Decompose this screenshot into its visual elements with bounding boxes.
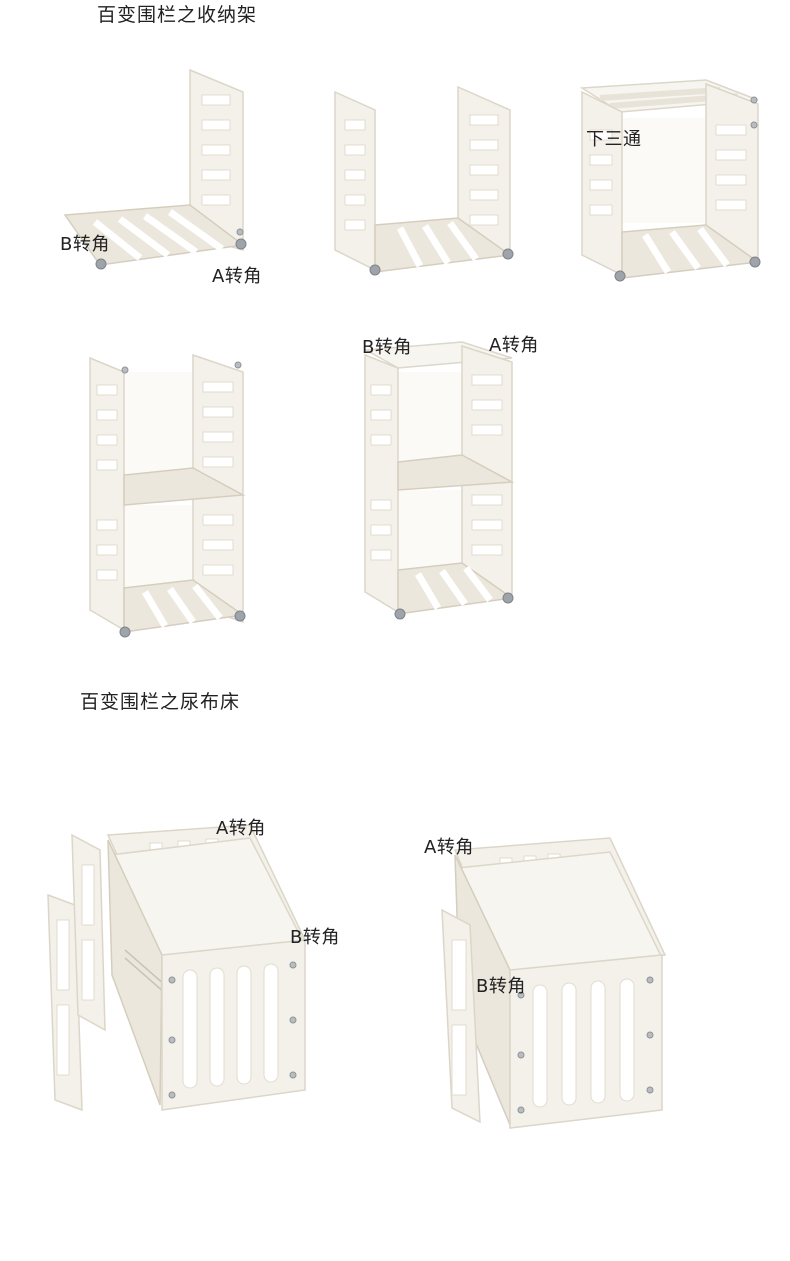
a-corner-label-4: A转角	[424, 837, 474, 858]
a-corner-label-3: A转角	[216, 818, 266, 839]
u-shape-rack-image	[334, 85, 514, 276]
b-corner-label-3: B转角	[290, 927, 340, 948]
b-corner-label-2: B转角	[362, 337, 412, 358]
tee-lower-label: 下三通	[586, 129, 642, 150]
storage-rack-title: 百变围栏之收纳架	[97, 4, 258, 26]
b-corner-label-1: B转角	[60, 234, 110, 255]
diaper-bed-title: 百变围栏之尿布床	[80, 691, 241, 713]
two-tier-closed-rack-image	[363, 341, 515, 620]
a-corner-label-2: A转角	[489, 335, 539, 356]
cube-rack-image	[579, 79, 761, 282]
l-shape-rack-image	[63, 68, 247, 270]
a-corner-label-1: A转角	[212, 266, 262, 287]
two-tier-open-rack-image	[89, 353, 246, 638]
b-corner-label-4: B转角	[476, 976, 526, 997]
diaper-bed-exploded-image	[47, 824, 307, 1112]
diaper-bed-assembled-image	[441, 837, 667, 1129]
